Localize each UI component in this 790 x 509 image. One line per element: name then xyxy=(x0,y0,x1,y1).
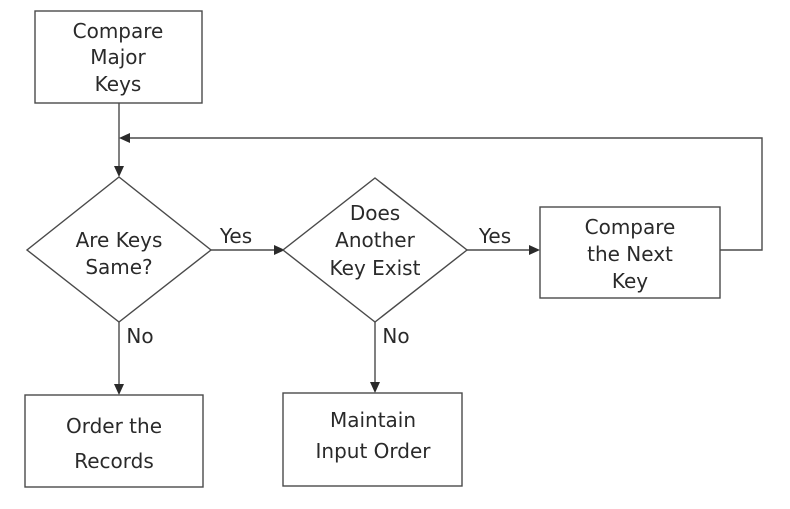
label-another-line1: Does xyxy=(350,201,400,225)
label-are-keys-line2: Same? xyxy=(85,255,152,279)
label-compare-major-line2: Major xyxy=(90,45,146,69)
edge-label-same-yes: Yes xyxy=(219,224,252,248)
arrowhead-left xyxy=(119,133,130,143)
edge-label-another-yes: Yes xyxy=(478,224,511,248)
label-order-line1: Order the xyxy=(66,414,162,438)
label-another-line2: Another xyxy=(335,228,415,252)
label-compare-major-line3: Keys xyxy=(95,72,142,96)
arrowhead-right xyxy=(529,245,540,255)
label-compare-major-line1: Compare xyxy=(73,19,164,43)
label-compare-next-line3: Key xyxy=(612,269,648,293)
arrowhead-down xyxy=(114,384,124,395)
arrowhead-down xyxy=(114,166,124,177)
box-maintain-input-order xyxy=(282,392,463,487)
box-order-records xyxy=(24,394,204,488)
connectors xyxy=(114,103,763,395)
arrowhead-down xyxy=(370,382,380,393)
decision-another-key-exist xyxy=(281,177,469,323)
label-maintain-line1: Maintain xyxy=(330,408,416,432)
label-compare-next-line2: the Next xyxy=(587,242,673,266)
label-maintain-line2: Input Order xyxy=(316,439,432,463)
decision-are-keys-same xyxy=(25,176,213,323)
arrowhead-right xyxy=(274,245,285,255)
label-compare-next-line1: Compare xyxy=(585,215,676,239)
edge-label-another-no: No xyxy=(382,324,409,348)
edge-label-same-no: No xyxy=(126,324,153,348)
connector-loop-back xyxy=(128,137,763,251)
label-order-line2: Records xyxy=(74,449,154,473)
label-are-keys-line1: Are Keys xyxy=(76,228,163,252)
box-compare-next-key xyxy=(539,206,721,299)
box-compare-major-keys xyxy=(34,10,203,104)
label-another-line3: Key Exist xyxy=(330,256,421,280)
